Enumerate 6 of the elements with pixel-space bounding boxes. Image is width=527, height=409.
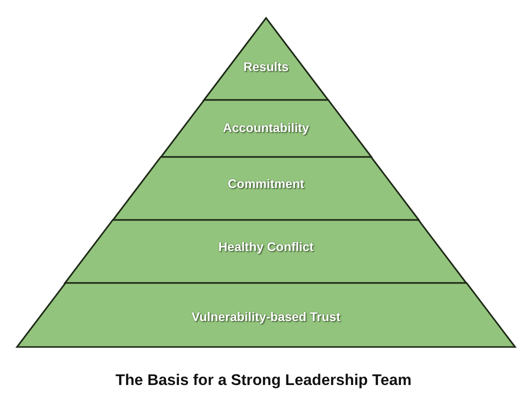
tier-label: Vulnerability-based Trust bbox=[192, 310, 340, 324]
tier-label: Results bbox=[243, 60, 289, 74]
tier-label: Accountability bbox=[222, 121, 310, 135]
tier-label: Commitment bbox=[228, 177, 304, 191]
tier-label: Healthy Conflict bbox=[218, 240, 314, 254]
diagram-caption: The Basis for a Strong Leadership Team bbox=[115, 372, 412, 390]
